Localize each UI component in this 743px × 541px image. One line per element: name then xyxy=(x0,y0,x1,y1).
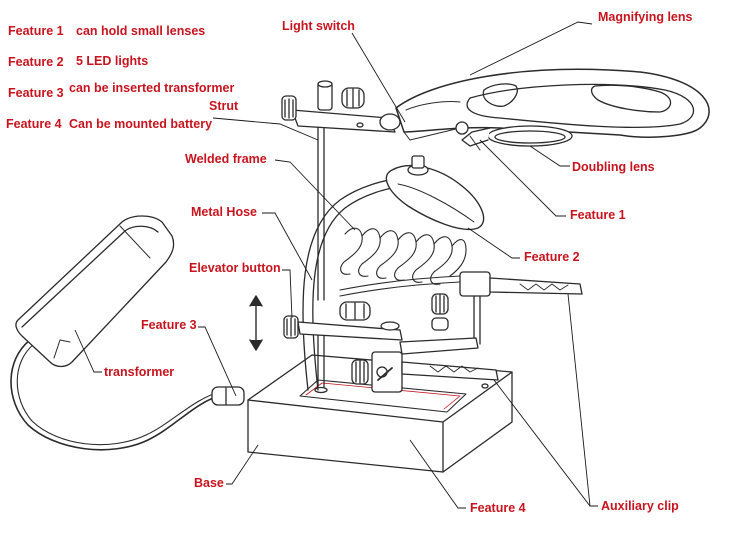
strut-pole xyxy=(315,128,327,393)
callout-feature-1: Feature 1 xyxy=(570,208,626,222)
auxiliary-clips xyxy=(352,272,582,392)
leader-feature-1 xyxy=(479,139,566,217)
leader-feature-2 xyxy=(467,227,520,259)
feature-3-key: Feature 3 xyxy=(8,86,64,100)
magnifying-lens xyxy=(396,69,709,140)
leader-metal-hose xyxy=(262,212,313,281)
lower-clamp xyxy=(284,302,402,340)
welded-frame-coil xyxy=(340,228,466,296)
callout-light-switch: Light switch xyxy=(282,19,355,33)
leader-strut xyxy=(212,117,319,141)
elevator-arrow xyxy=(250,296,262,350)
leader-magnifying-lens xyxy=(469,21,593,76)
callout-welded-frame: Welded frame xyxy=(185,152,267,166)
feature-list: Feature 1 can hold small lenses Feature … xyxy=(6,24,234,131)
callout-feature-3: Feature 3 xyxy=(141,318,197,332)
leader-auxiliary-clip-b xyxy=(493,379,598,507)
feature-2-key: Feature 2 xyxy=(8,55,64,69)
callout-magnifying-lens: Magnifying lens xyxy=(598,10,693,24)
leader-light-switch xyxy=(351,32,406,123)
callout-feature-2: Feature 2 xyxy=(524,250,580,264)
callout-transformer: transformer xyxy=(104,365,174,379)
feature-1-desc: can hold small lenses xyxy=(76,24,205,38)
feature-4-desc: Can be mounted battery xyxy=(69,117,212,131)
leader-welded-frame xyxy=(274,159,356,231)
feature-2-desc: 5 LED lights xyxy=(76,54,148,68)
feature-4-key: Feature 4 xyxy=(6,117,62,131)
leader-transformer xyxy=(74,329,102,373)
callout-doubling-lens: Doubling lens xyxy=(572,160,655,174)
leader-feature-4 xyxy=(409,439,466,509)
leader-doubling-lens xyxy=(529,145,570,167)
power-cord xyxy=(11,340,244,450)
callout-base: Base xyxy=(194,476,224,490)
callout-strut: Strut xyxy=(209,99,239,113)
leader-base xyxy=(226,444,259,485)
callout-feature-4: Feature 4 xyxy=(470,501,526,515)
callout-labels: Light switch Magnifying lens Strut Welde… xyxy=(104,10,693,515)
transformer-box xyxy=(16,216,174,367)
feature-1-key: Feature 1 xyxy=(8,24,64,38)
leader-feature-3 xyxy=(198,326,237,397)
callout-elevator-button: Elevator button xyxy=(189,261,281,275)
led-lamp xyxy=(386,156,483,229)
callout-auxiliary-clip: Auxiliary clip xyxy=(601,499,679,513)
leader-lines xyxy=(74,21,598,509)
feature-3-desc: can be inserted transformer xyxy=(69,81,234,95)
leader-elevator-button xyxy=(282,269,293,319)
magnifier-drawing xyxy=(11,69,709,472)
leader-auxiliary-clip-a xyxy=(567,293,598,507)
base-block xyxy=(248,355,512,472)
top-clamp xyxy=(282,81,400,132)
callout-metal-hose: Metal Hose xyxy=(191,205,257,219)
